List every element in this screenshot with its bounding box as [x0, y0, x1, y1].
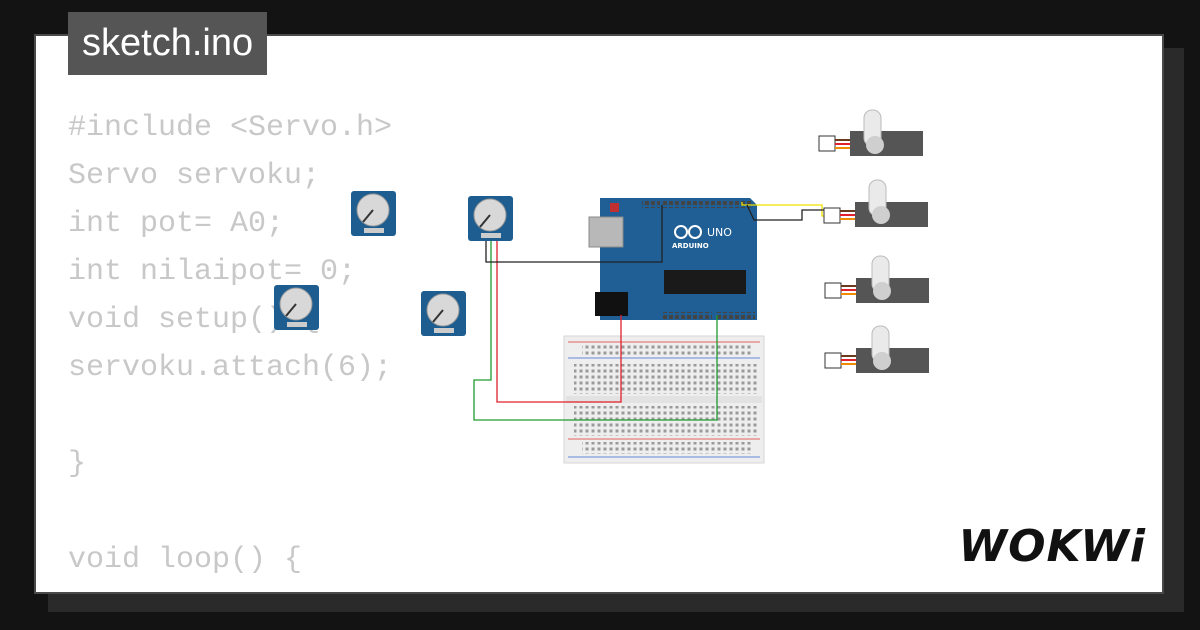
code-line: Servo servoku;	[68, 159, 321, 193]
code-preview: #include <Servo.h> Servo servoku; int pot=…	[68, 104, 554, 592]
file-name-tab: sketch.ino	[68, 12, 268, 75]
code-line: servoku.attach(6);	[68, 351, 393, 385]
preview-card: #include <Servo.h> Servo servoku; int pot=…	[34, 34, 1164, 594]
potentiometer	[351, 191, 396, 236]
servo-motor	[818, 109, 923, 156]
code-line: int nilaipot= 0;	[68, 255, 357, 289]
arduino-uno-board: UNO ARDUINO	[588, 198, 757, 320]
code-line: int pot= A0;	[68, 207, 285, 241]
wire-green	[473, 238, 718, 421]
potentiometer	[468, 196, 513, 241]
servo-motor	[824, 325, 929, 373]
servo-motor	[824, 255, 929, 303]
code-line: #include <Servo.h>	[68, 111, 393, 145]
wokwi-logo: WOKWi	[958, 521, 1146, 572]
servo-motor	[823, 179, 928, 227]
wire-black-gnd	[485, 205, 663, 263]
potentiometer	[421, 291, 466, 336]
code-line: void setup() {	[68, 303, 321, 337]
code-line: nilaipot = analogRead(pot);	[68, 584, 554, 592]
code-line: void loop() {	[68, 543, 303, 577]
code-line: }	[68, 447, 87, 481]
wire-red	[496, 238, 622, 403]
board-model-label: UNO	[707, 226, 732, 239]
board-brand-label: ARDUINO	[672, 242, 709, 250]
potentiometer	[274, 285, 319, 330]
circuit-diagram: UNO ARDUINO	[274, 109, 929, 464]
breadboard	[563, 335, 765, 464]
